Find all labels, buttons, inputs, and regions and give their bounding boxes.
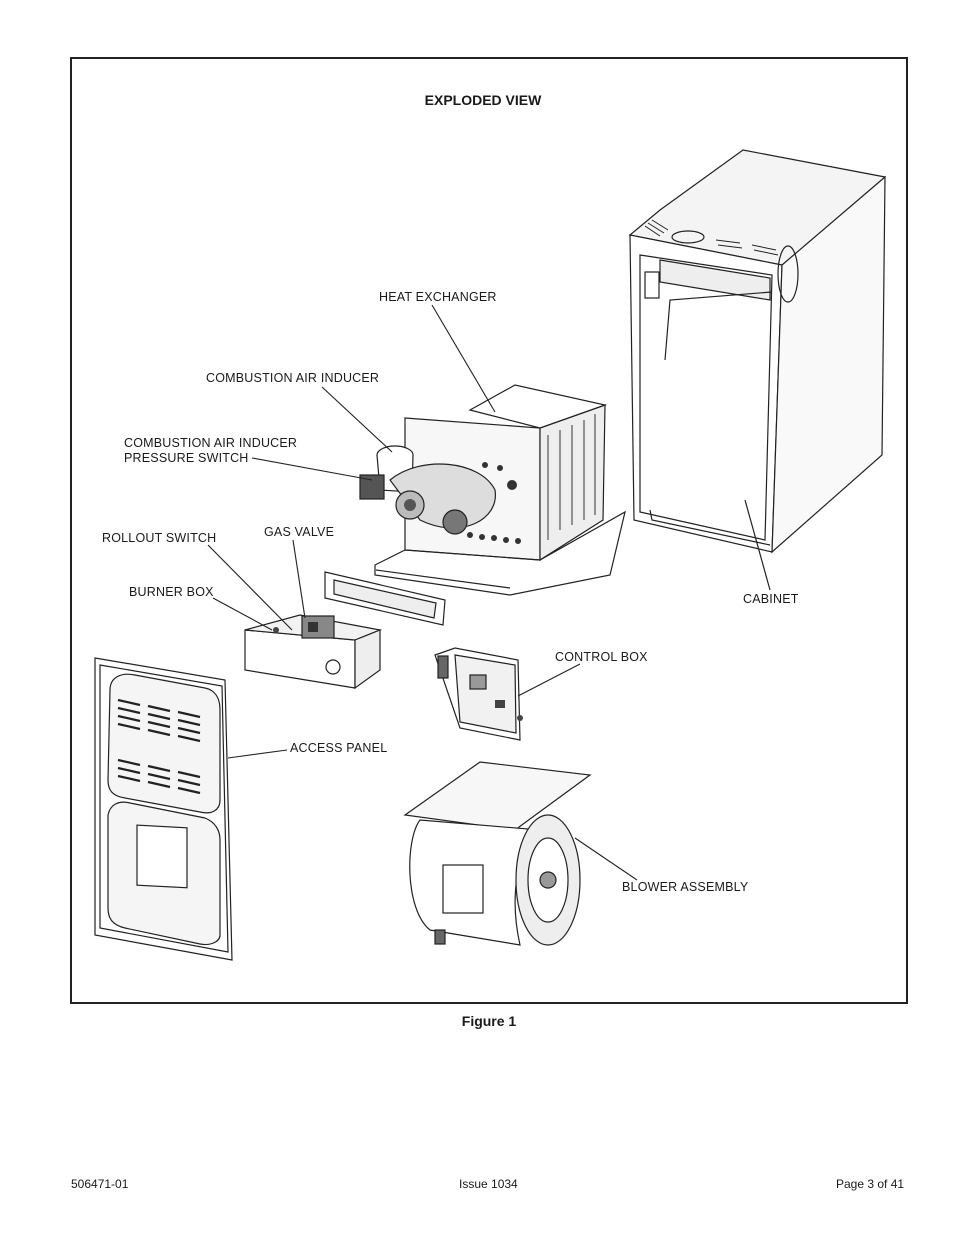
- blower-assembly-illustration: [403, 761, 592, 946]
- burner-box-illustration: [244, 614, 383, 690]
- label-rollout-switch: ROLLOUT SWITCH: [102, 531, 217, 545]
- figure-caption: Figure 1: [461, 1013, 517, 1029]
- cabinet-illustration: [628, 149, 886, 591]
- label-heat-exchanger: HEAT EXCHANGER: [379, 290, 497, 304]
- access-panel-illustration: [94, 657, 233, 961]
- footer-page-number: Page 3 of 41: [836, 1177, 905, 1191]
- label-pressure-switch-line1: COMBUSTION AIR INDUCER: [124, 436, 298, 450]
- label-cabinet: CABINET: [743, 592, 799, 606]
- label-blower-assembly: BLOWER ASSEMBLY: [622, 880, 749, 894]
- figure-title: EXPLODED VIEW: [424, 92, 542, 108]
- label-pressure-switch-line2: PRESSURE SWITCH: [124, 451, 249, 465]
- footer-issue: Issue 1034: [459, 1177, 518, 1191]
- label-burner-box: BURNER BOX: [129, 585, 214, 599]
- label-access-panel: ACCESS PANEL: [290, 741, 388, 755]
- label-combustion-air-inducer: COMBUSTION AIR INDUCER: [206, 371, 380, 385]
- figure-frame: [70, 57, 908, 1004]
- label-gas-valve: GAS VALVE: [264, 525, 335, 539]
- combustion-air-inducer-illustration: [359, 445, 496, 535]
- control-box-illustration: [434, 647, 523, 741]
- burner-plate-illustration: [324, 571, 446, 626]
- footer-doc-number: 506471-01: [71, 1177, 129, 1191]
- label-control-box: CONTROL BOX: [555, 650, 648, 664]
- leader-lines: [207, 304, 638, 881]
